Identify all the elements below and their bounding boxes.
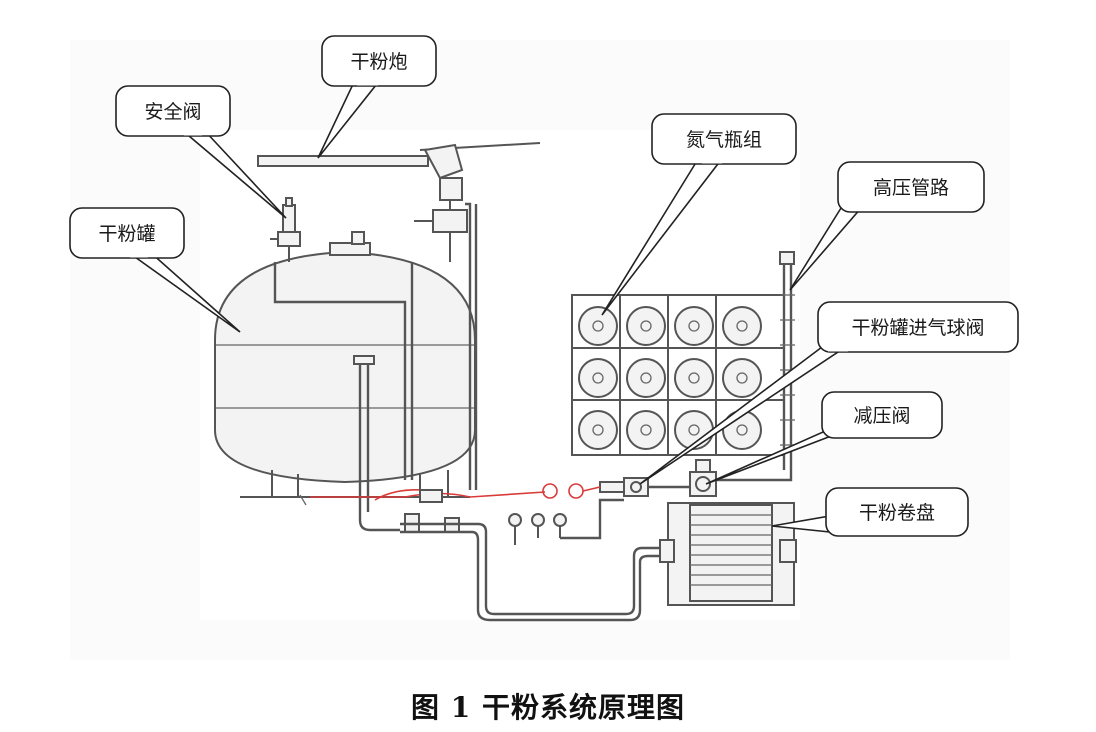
callout-safety-valve: 安全阀 — [115, 85, 287, 219]
callout-hp-pipeline: 高压管路 — [789, 161, 985, 291]
callout-hp-pipeline-label: 高压管路 — [873, 177, 949, 199]
tank-outlet-piping — [273, 262, 414, 480]
callout-tank: 干粉罐 — [69, 207, 241, 333]
callout-nitrogen-bottles-label: 氮气瓶组 — [686, 129, 762, 151]
safety-valve — [270, 197, 301, 262]
callout-safety-valve-label: 安全阀 — [144, 101, 201, 123]
callout-hose-reel: 干粉卷盘 — [771, 487, 969, 537]
callout-cannon: 干粉炮 — [317, 35, 437, 159]
callout-ball-valve: 干粉罐进气球阀 — [639, 301, 1019, 485]
hose-reel — [659, 502, 797, 606]
callout-hose-reel-label: 干粉卷盘 — [859, 502, 935, 524]
reel-supply-pipe — [400, 522, 672, 622]
dry-powder-cannon — [257, 142, 541, 490]
callout-tank-label: 干粉罐 — [98, 223, 155, 245]
nitrogen-bottle-rack — [571, 294, 785, 456]
dry-powder-tank — [214, 231, 476, 532]
callout-cannon-label: 干粉炮 — [350, 51, 407, 73]
callout-reducing-valve: 减压阀 — [705, 391, 943, 485]
callout-nitrogen-bottles: 氮气瓶组 — [601, 113, 797, 316]
callout-ball-valve-label: 干粉罐进气球阀 — [851, 317, 984, 339]
figure-caption: 图 1 干粉系统原理图 — [411, 691, 685, 724]
high-pressure-pipeline — [700, 251, 795, 482]
pressure-reducing-valve — [648, 459, 717, 497]
callout-reducing-valve-label: 减压阀 — [853, 405, 910, 427]
